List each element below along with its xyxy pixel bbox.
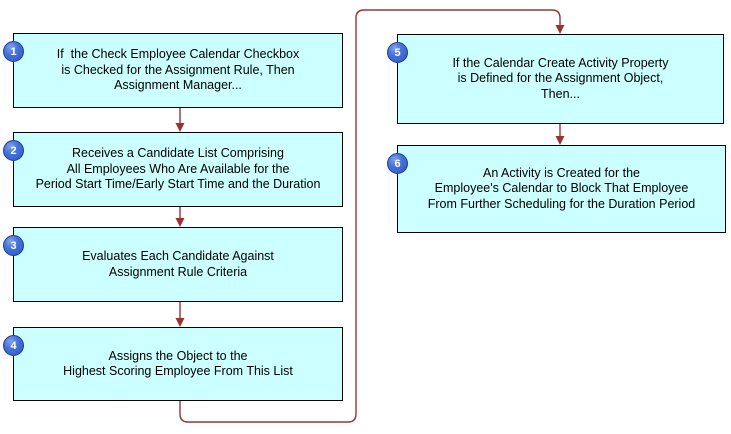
step-5-badge: 5: [387, 42, 408, 63]
step-4-text-line-1: Assigns the Object to the: [108, 348, 248, 363]
step-4-text-line-2: Highest Scoring Employee From This List: [63, 364, 293, 378]
step-4-box: 4 Assigns the Object to the Highest Scor…: [3, 327, 343, 401]
step-5-text-line-1: If the Calendar Create Activity Property: [452, 55, 669, 70]
step-1-text-line-2: is Checked for the Assignment Rule, Then: [61, 62, 295, 77]
arrowhead-step4: [175, 318, 185, 327]
step-2-text-line-1: Receives a Candidate List Comprising: [72, 146, 284, 161]
step-5-box: 5 If the Calendar Create Activity Proper…: [387, 34, 724, 124]
step-2-text: Receives a Candidate List Comprising All…: [14, 146, 342, 193]
step-5-text: If the Calendar Create Activity Property…: [398, 56, 723, 103]
step-1-box: 1 If the Check Employee Calendar Checkbo…: [3, 33, 343, 108]
step-3-badge: 3: [3, 235, 24, 256]
step-3-text-line-2: Assignment Rule Criteria: [108, 264, 248, 279]
step-4-text: Assigns the Object to the Highest Scorin…: [14, 349, 342, 380]
step-2-box: 2 Receives a Candidate List Comprising A…: [3, 132, 343, 207]
step-5-text-line-3: Then...: [541, 86, 580, 101]
step-3-box: 3 Evaluates Each Candidate Against Assig…: [3, 227, 343, 302]
step-2-text-line-3: Period Start Time/Early Start Time and t…: [35, 177, 321, 192]
step-6-text-line-2: Employee's Calendar to Block That Employ…: [434, 181, 689, 196]
step-2-badge: 2: [3, 140, 24, 161]
step-6-text-line-1: An Activity is Created for the: [482, 165, 640, 180]
step-2-text-line-2: All Employees Who Are Available for the: [66, 161, 290, 176]
step-1-text-line-3: Assignment Manager...: [114, 78, 242, 93]
arrowhead-step5: [555, 25, 565, 34]
step-6-text-line-3: From Further Scheduling for the Duration…: [427, 196, 696, 211]
step-1-badge: 1: [3, 41, 24, 62]
step-1-text-line-1: If the Check Employee Calendar Checkbox: [56, 47, 300, 62]
step-3-text: Evaluates Each Candidate Against Assignm…: [14, 249, 342, 280]
step-6-text: An Activity is Created for the Employee'…: [398, 166, 725, 213]
step-3-text-line-1: Evaluates Each Candidate Against: [82, 249, 274, 263]
arrow-step4-to-step5: [179, 9, 561, 423]
arrowhead-step6: [555, 136, 565, 145]
step-6-badge: 6: [387, 153, 408, 174]
step-6-box: 6 An Activity is Created for the Employe…: [387, 145, 726, 233]
step-1-text: If the Check Employee Calendar Checkbox …: [14, 47, 342, 94]
arrowhead-step3: [175, 218, 185, 227]
step-5-text-line-2: is Defined for the Assignment Object,: [457, 71, 664, 86]
arrowhead-step2: [175, 123, 185, 132]
step-4-badge: 4: [3, 335, 24, 356]
